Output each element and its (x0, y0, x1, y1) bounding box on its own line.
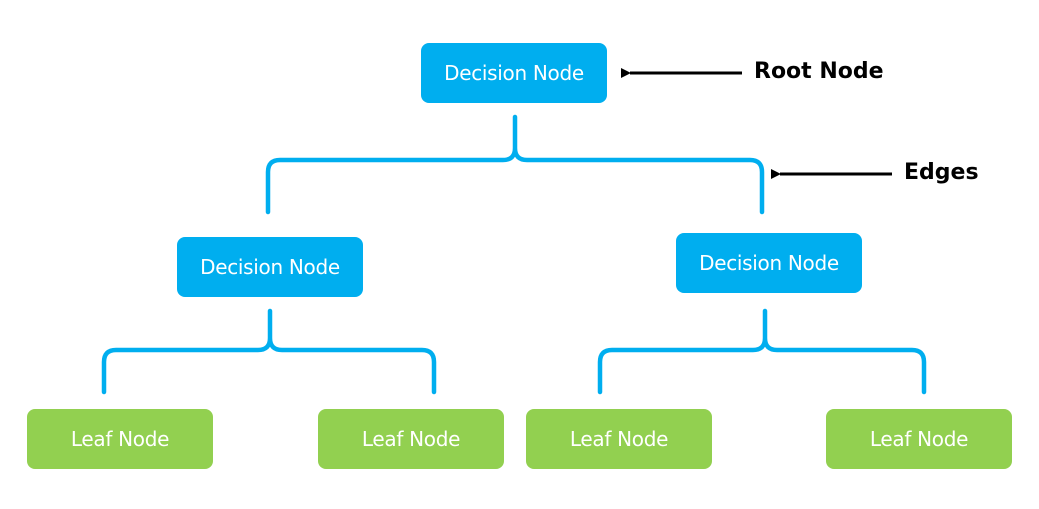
right-decision-node-label: Decision Node (699, 251, 839, 275)
leaf-node-2: Leaf Node (318, 409, 504, 469)
leaf-node-3: Leaf Node (526, 409, 712, 469)
root-node-annotation: Root Node (754, 59, 884, 84)
leaf-node-1-label: Leaf Node (70, 427, 170, 451)
leaf-node-4-label: Leaf Node (869, 427, 969, 451)
root-edge-brace (265, 114, 765, 215)
leaf-node-3-label: Leaf Node (569, 427, 669, 451)
root-decision-node: Decision Node (421, 43, 607, 103)
leaf-node-2-label: Leaf Node (361, 427, 461, 451)
leaf-node-1: Leaf Node (27, 409, 213, 469)
right-decision-node: Decision Node (676, 233, 862, 293)
root-decision-node-label: Decision Node (444, 61, 584, 85)
left-edge-brace (101, 308, 437, 395)
edges-annotation: Edges (904, 160, 979, 185)
right-edge-brace (597, 308, 927, 395)
leaf-node-4: Leaf Node (826, 409, 1012, 469)
left-decision-node: Decision Node (177, 237, 363, 297)
left-decision-node-label: Decision Node (200, 255, 340, 279)
